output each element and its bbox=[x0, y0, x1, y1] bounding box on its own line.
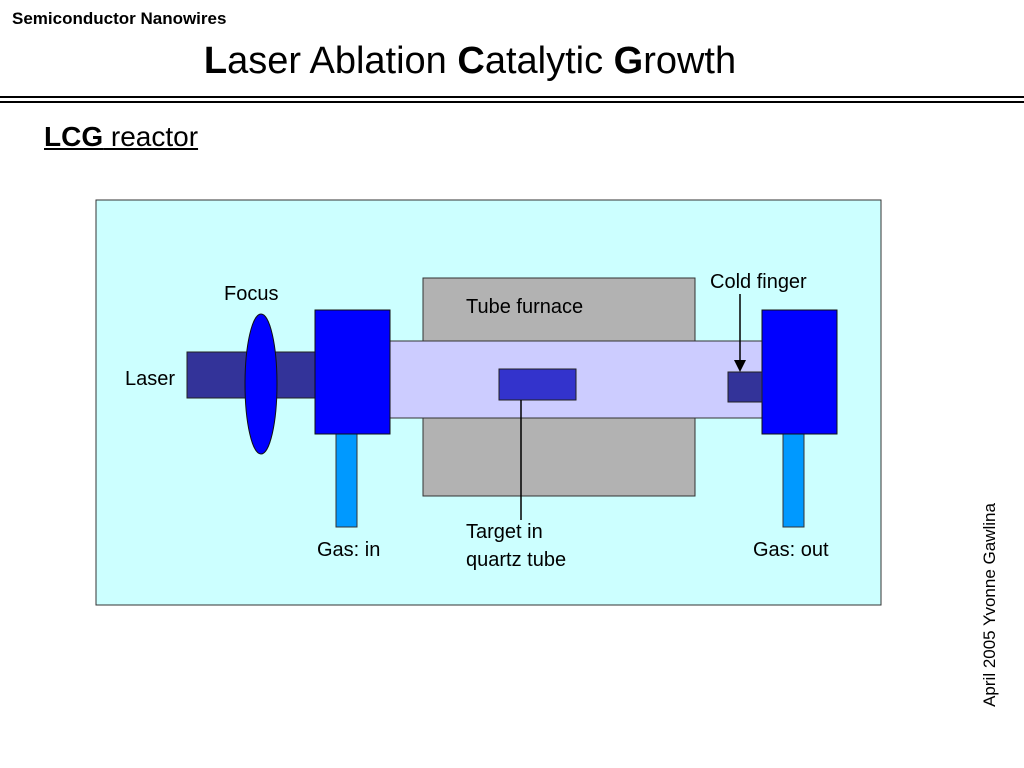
label-gas-out: Gas: out bbox=[753, 539, 829, 561]
label-cold-finger: Cold finger bbox=[710, 271, 807, 293]
cold-finger bbox=[727, 371, 763, 403]
subtitle-bold: LCG bbox=[44, 121, 104, 152]
cold-finger-arrow-head bbox=[734, 360, 746, 372]
label-gas-in: Gas: in bbox=[317, 539, 380, 561]
label-focus: Focus bbox=[224, 283, 278, 305]
label-tube-furnace: Tube furnace bbox=[466, 296, 583, 318]
title-rule-top bbox=[0, 96, 1024, 98]
label-target-line2: quartz tube bbox=[466, 549, 566, 571]
subtitle-rest: reactor bbox=[103, 121, 199, 152]
label-laser: Laser bbox=[125, 368, 175, 390]
footer-date-author: April 2005 Yvonne Gawlina bbox=[980, 503, 999, 707]
title-initial-c: C bbox=[457, 40, 485, 82]
title-initial-g: G bbox=[613, 40, 644, 82]
gas-in-pipe bbox=[335, 432, 358, 528]
title-word-growth-rest: rowth bbox=[643, 40, 737, 82]
page-title: Laser Ablation Catalytic Growth bbox=[0, 40, 940, 83]
inlet-flange bbox=[314, 309, 391, 435]
title-rule-bottom bbox=[0, 101, 1024, 103]
label-target-line1: Target in bbox=[466, 521, 543, 543]
outlet-flange bbox=[761, 309, 838, 435]
title-initial-l: L bbox=[203, 40, 228, 82]
focus-lens bbox=[244, 313, 278, 455]
target bbox=[498, 368, 577, 401]
gas-out-pipe bbox=[782, 432, 805, 528]
title-word-catalytic-rest: atalytic bbox=[484, 40, 614, 82]
title-word-laser-rest: aser Ablation bbox=[227, 40, 458, 82]
section-header: Semiconductor Nanowires bbox=[12, 9, 227, 28]
subtitle: LCG reactor bbox=[44, 121, 198, 153]
